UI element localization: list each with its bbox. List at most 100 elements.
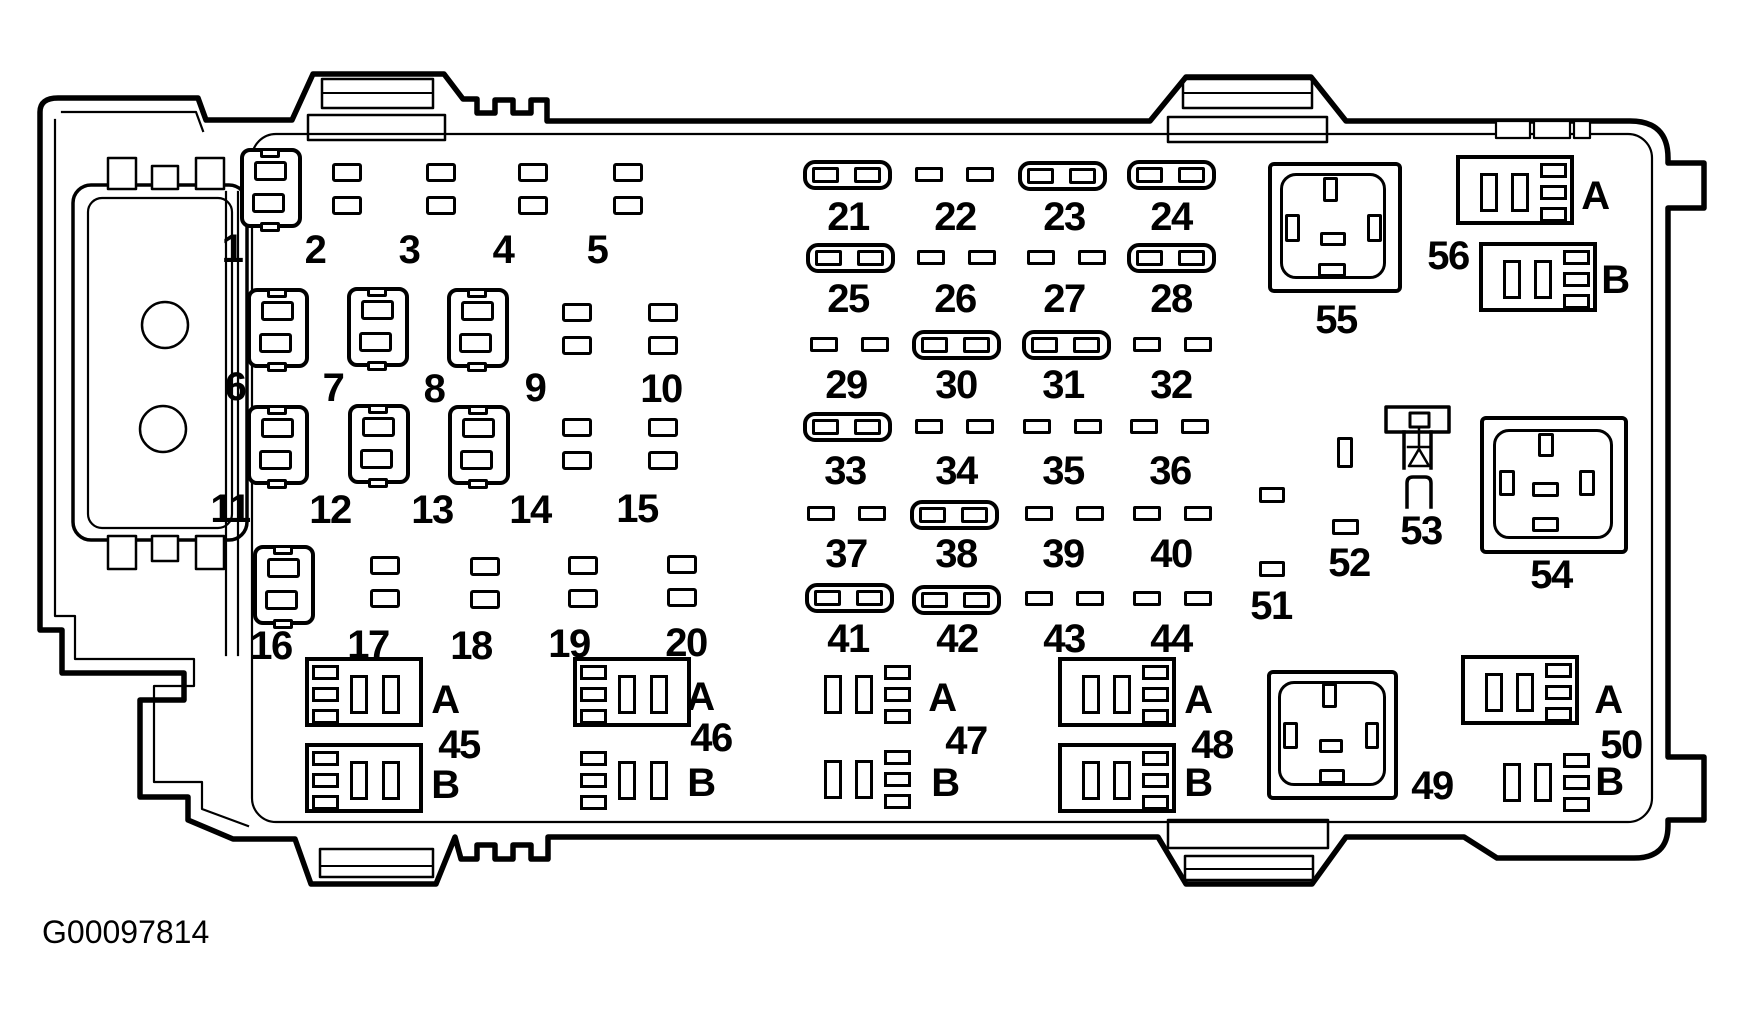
- left-pocket-inner: [86, 196, 234, 530]
- position-label-18: 18: [450, 624, 493, 668]
- mount-tab-inner-rects: [306, 77, 1330, 882]
- connector-45A-box: [305, 657, 423, 727]
- connector-47B-pin-h1: [884, 750, 911, 765]
- connector-47A-pin-h2: [884, 687, 911, 702]
- position-label-27: 27: [1043, 277, 1086, 321]
- outer-case-outline: [37, 71, 1707, 887]
- position-label-55: 55: [1315, 298, 1358, 342]
- cartridge-terminal-36-b: [1181, 419, 1209, 434]
- connector-56B-pin-v1: [1503, 260, 1521, 299]
- position-label-36: 36: [1149, 449, 1192, 493]
- connector-46A-pin-h1: [580, 665, 607, 680]
- fuse-terminal-2-a: [332, 163, 362, 182]
- terminal-slot: [261, 418, 294, 438]
- mounting-hole-top: [140, 300, 190, 350]
- relay-55: [1268, 162, 1402, 293]
- fuse-terminal-4-b: [518, 196, 548, 215]
- terminal-slot: [460, 450, 493, 470]
- connector-48B-pin-h3: [1142, 795, 1169, 810]
- diode-53: [1384, 405, 1451, 509]
- relay-49-slot-bottom: [1319, 769, 1345, 784]
- connector-46B-pin-v2: [650, 761, 668, 800]
- cartridge-terminal-29-a: [810, 337, 838, 352]
- cartridge-fuse-30: [912, 330, 1001, 360]
- diode-legs: [1405, 475, 1433, 509]
- terminal-slot: [359, 332, 392, 352]
- position-label-34: 34: [935, 449, 978, 493]
- relay-55-slot-right: [1367, 214, 1382, 242]
- connector-46B-pin-h3: [580, 795, 607, 810]
- position-label-21: 21: [827, 195, 870, 239]
- connector-48A-box: [1058, 657, 1176, 727]
- connector-50A-pin-v1: [1485, 673, 1503, 712]
- position-label-12: 12: [309, 488, 352, 532]
- relay-49-slot-left: [1283, 722, 1298, 749]
- cartridge-terminal-1: [1031, 337, 1058, 353]
- cartridge-terminal-2: [854, 167, 881, 183]
- cartridge-terminal-26-b: [968, 250, 996, 265]
- cartridge-terminal-40-b: [1184, 506, 1212, 521]
- connector-47A-pin-h3: [884, 709, 911, 724]
- holder-notch-top: [367, 287, 387, 297]
- position-label-22: 22: [934, 195, 977, 239]
- position-label-1: 1: [221, 227, 244, 271]
- fuse-terminal-5-b: [613, 196, 643, 215]
- fuse-terminal-18-b: [470, 590, 500, 609]
- cartridge-terminal-1: [919, 507, 946, 523]
- cartridge-terminal-44-a: [1133, 591, 1161, 606]
- position-label-20: 20: [665, 621, 708, 665]
- position-label-43: 43: [1043, 617, 1086, 661]
- fuse-terminal-4-a: [518, 163, 548, 182]
- position-label-5: 5: [586, 228, 609, 272]
- cartridge-fuse-41: [805, 583, 894, 613]
- connector-45B-box: [305, 743, 423, 813]
- terminal-52-vertical: [1337, 437, 1353, 468]
- connector-56B-pin-h1: [1563, 250, 1590, 265]
- connector-47A-pin-v2: [855, 675, 873, 714]
- connector-row-label-45B: B: [431, 763, 460, 807]
- position-label-42: 42: [936, 617, 979, 661]
- terminal-52-horizontal: [1332, 519, 1359, 535]
- holder-notch-top: [267, 405, 287, 415]
- connector-48A-pin-h1: [1142, 665, 1169, 680]
- cartridge-terminal-32-a: [1133, 337, 1161, 352]
- fuse-terminal-2-b: [332, 196, 362, 215]
- position-label-13: 13: [411, 488, 454, 532]
- terminal-slot: [360, 449, 393, 469]
- holder-notch-top: [368, 404, 388, 414]
- cartridge-terminal-2: [1069, 168, 1096, 184]
- connector-45A-pin-v2: [382, 675, 400, 714]
- position-label-30: 30: [935, 363, 978, 407]
- connector-47B-pin-h2: [884, 772, 911, 787]
- fuse-holder-8: [447, 288, 509, 372]
- holder-notch-top: [267, 288, 287, 298]
- cartridge-terminal-37-a: [807, 506, 835, 521]
- terminal-slot: [361, 300, 394, 320]
- relay-54-slot-left: [1499, 470, 1515, 496]
- position-label-33: 33: [824, 449, 867, 493]
- relay-54-inner: [1493, 429, 1613, 539]
- fuse-holder-11: [247, 405, 309, 489]
- position-label-48: 48: [1191, 723, 1234, 767]
- position-label-51: 51: [1250, 584, 1293, 628]
- fuse-terminal-15-b: [648, 451, 678, 470]
- terminal-slot: [259, 450, 292, 470]
- cartridge-terminal-43-b: [1076, 591, 1104, 606]
- connector-row-label-50B: B: [1595, 760, 1624, 804]
- position-label-9: 9: [524, 366, 547, 410]
- connector-56B-pin-h2: [1563, 272, 1590, 287]
- terminal-51-a: [1259, 487, 1285, 503]
- cartridge-terminal-1: [815, 250, 842, 266]
- cartridge-terminal-35-a: [1023, 419, 1051, 434]
- fuse-terminal-15-a: [648, 418, 678, 437]
- connector-48B-pin-h1: [1142, 751, 1169, 766]
- fuse-terminal-20-a: [667, 555, 697, 574]
- fuse-terminal-3-a: [426, 163, 456, 182]
- connector-56A-pin-h3: [1540, 207, 1567, 222]
- cartridge-terminal-32-b: [1184, 337, 1212, 352]
- relay-54-slot-bottom: [1532, 517, 1559, 532]
- connector-45B-pin-v2: [382, 761, 400, 800]
- connector-50A-box: [1461, 655, 1579, 725]
- position-label-29: 29: [825, 363, 868, 407]
- connector-50B-pin-h1: [1563, 753, 1590, 768]
